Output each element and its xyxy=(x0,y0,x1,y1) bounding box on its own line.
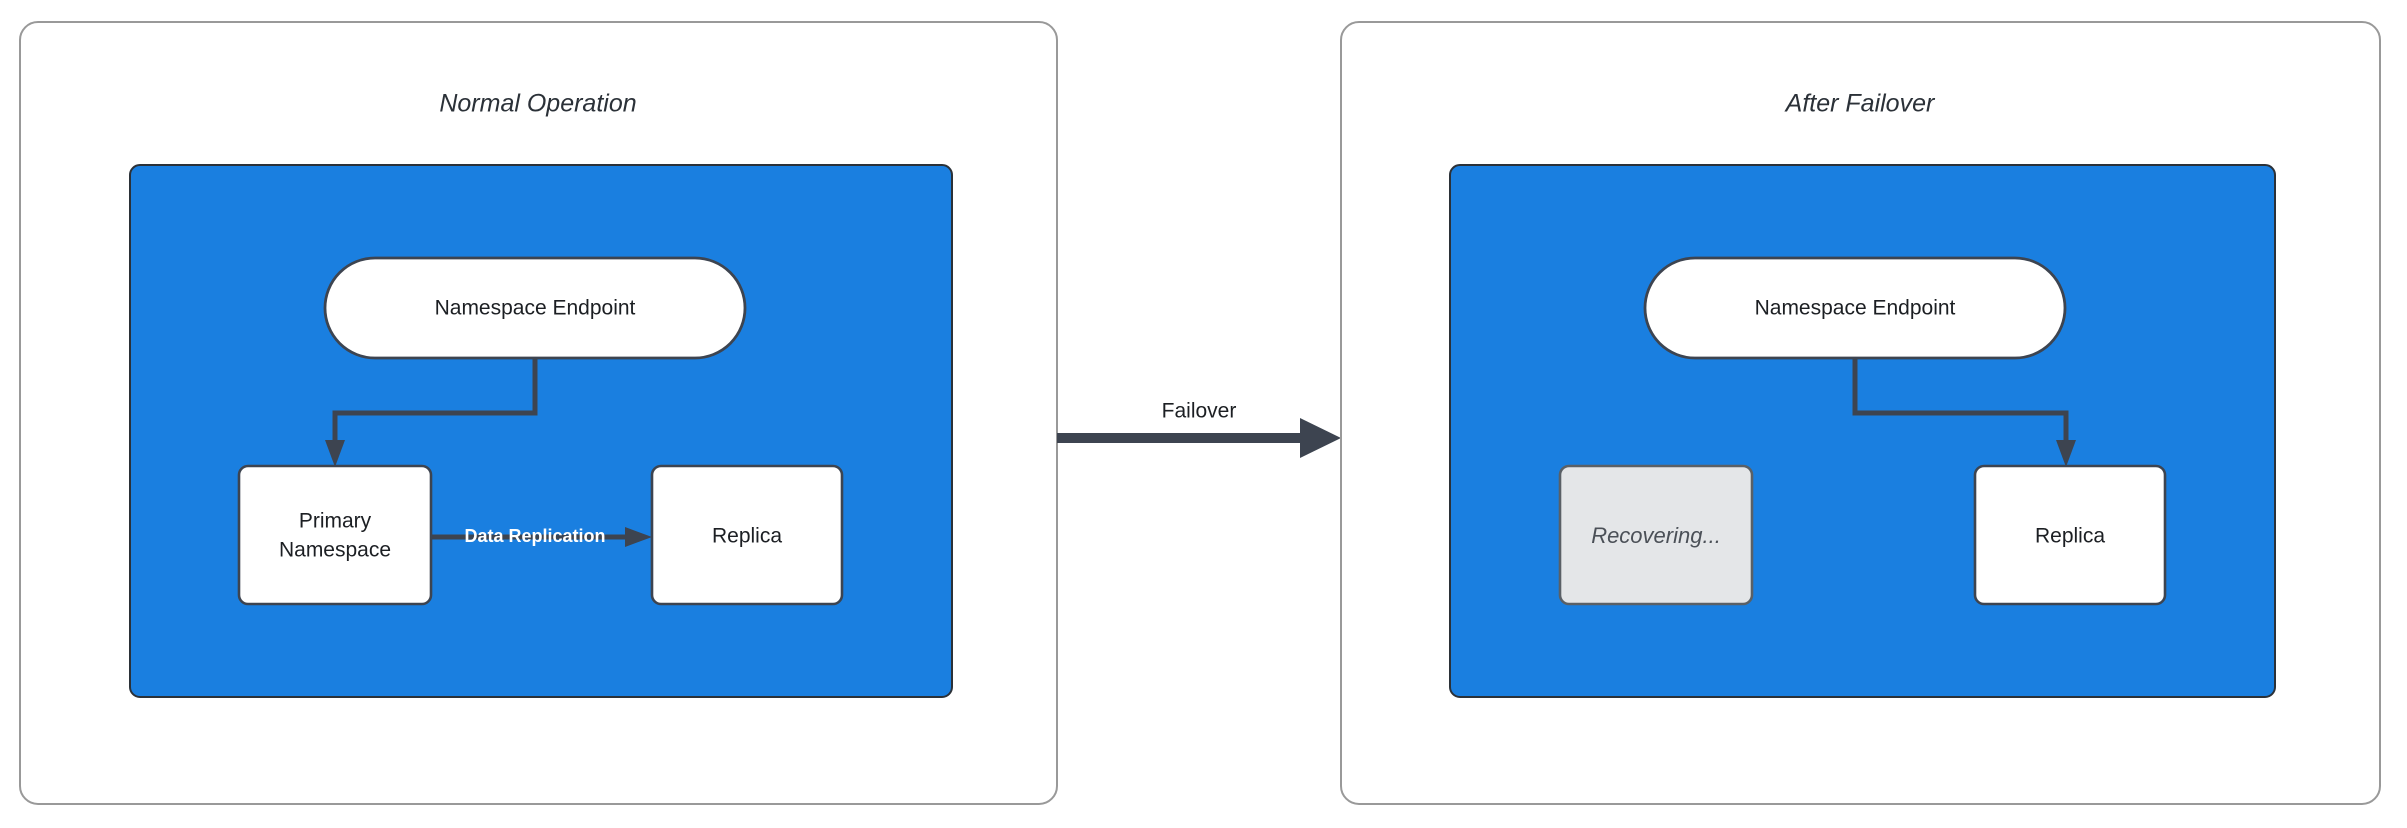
node-primary-namespace-shape[interactable] xyxy=(237,464,433,606)
edge-endpoint-to-primary-arrowhead xyxy=(325,440,345,467)
node-endpoint-left-shape[interactable] xyxy=(323,256,747,360)
edge-endpoint-to-replica-line xyxy=(1852,356,2069,452)
node-recovering-namespace[interactable]: Recovering... xyxy=(1558,464,1754,606)
edge-label-data-replication: Data Replication xyxy=(464,526,605,546)
node-endpoint-left-label: Namespace Endpoint xyxy=(435,297,636,320)
node-recovering-namespace-label: Recovering... xyxy=(1591,523,1721,548)
failover-transition-arrowhead xyxy=(1300,418,1341,458)
node-endpoint-right[interactable]: Namespace Endpoint xyxy=(1643,256,2067,360)
node-replica-left[interactable]: Replica xyxy=(650,464,844,606)
node-replica-right-label: Replica xyxy=(2035,525,2105,548)
failover-transition-label: Failover xyxy=(1162,400,1237,423)
edge-endpoint-to-primary-line xyxy=(332,356,538,452)
failover-transition: Failover xyxy=(1057,400,1341,458)
edge-endpoint-to-replica xyxy=(1852,356,2076,467)
node-primary-namespace-label-line2: Namespace xyxy=(279,539,391,562)
node-primary-namespace[interactable]: Primary Namespace xyxy=(237,464,433,606)
edge-endpoint-to-replica-arrowhead xyxy=(2056,440,2076,467)
node-replica-right-shape[interactable] xyxy=(1973,464,2167,606)
node-endpoint-left[interactable]: Namespace Endpoint xyxy=(323,256,747,360)
panel-title-normal-operation: Normal Operation xyxy=(439,90,636,118)
edge-primary-to-replica: Data Replication xyxy=(431,526,652,547)
node-primary-namespace-label-line1: Primary xyxy=(299,510,372,533)
cluster-box-normal-operation xyxy=(129,164,953,698)
node-replica-left-shape[interactable] xyxy=(650,464,844,606)
node-replica-left-label: Replica xyxy=(712,525,782,548)
cluster-box-after-failover xyxy=(1449,164,2276,698)
panel-normal-operation: Normal Operation Data Replication Namesp… xyxy=(19,21,1058,805)
edge-endpoint-to-primary xyxy=(325,356,538,467)
panel-title-after-failover: After Failover xyxy=(1784,90,1936,118)
panel-after-failover: After Failover Namespace Endpoint Recove… xyxy=(1340,21,2381,805)
node-endpoint-right-shape[interactable] xyxy=(1643,256,2067,360)
node-endpoint-right-label: Namespace Endpoint xyxy=(1755,297,1956,320)
edge-primary-to-replica-arrowhead xyxy=(625,527,652,547)
node-replica-right[interactable]: Replica xyxy=(1973,464,2167,606)
node-recovering-namespace-shape[interactable] xyxy=(1558,464,1754,606)
